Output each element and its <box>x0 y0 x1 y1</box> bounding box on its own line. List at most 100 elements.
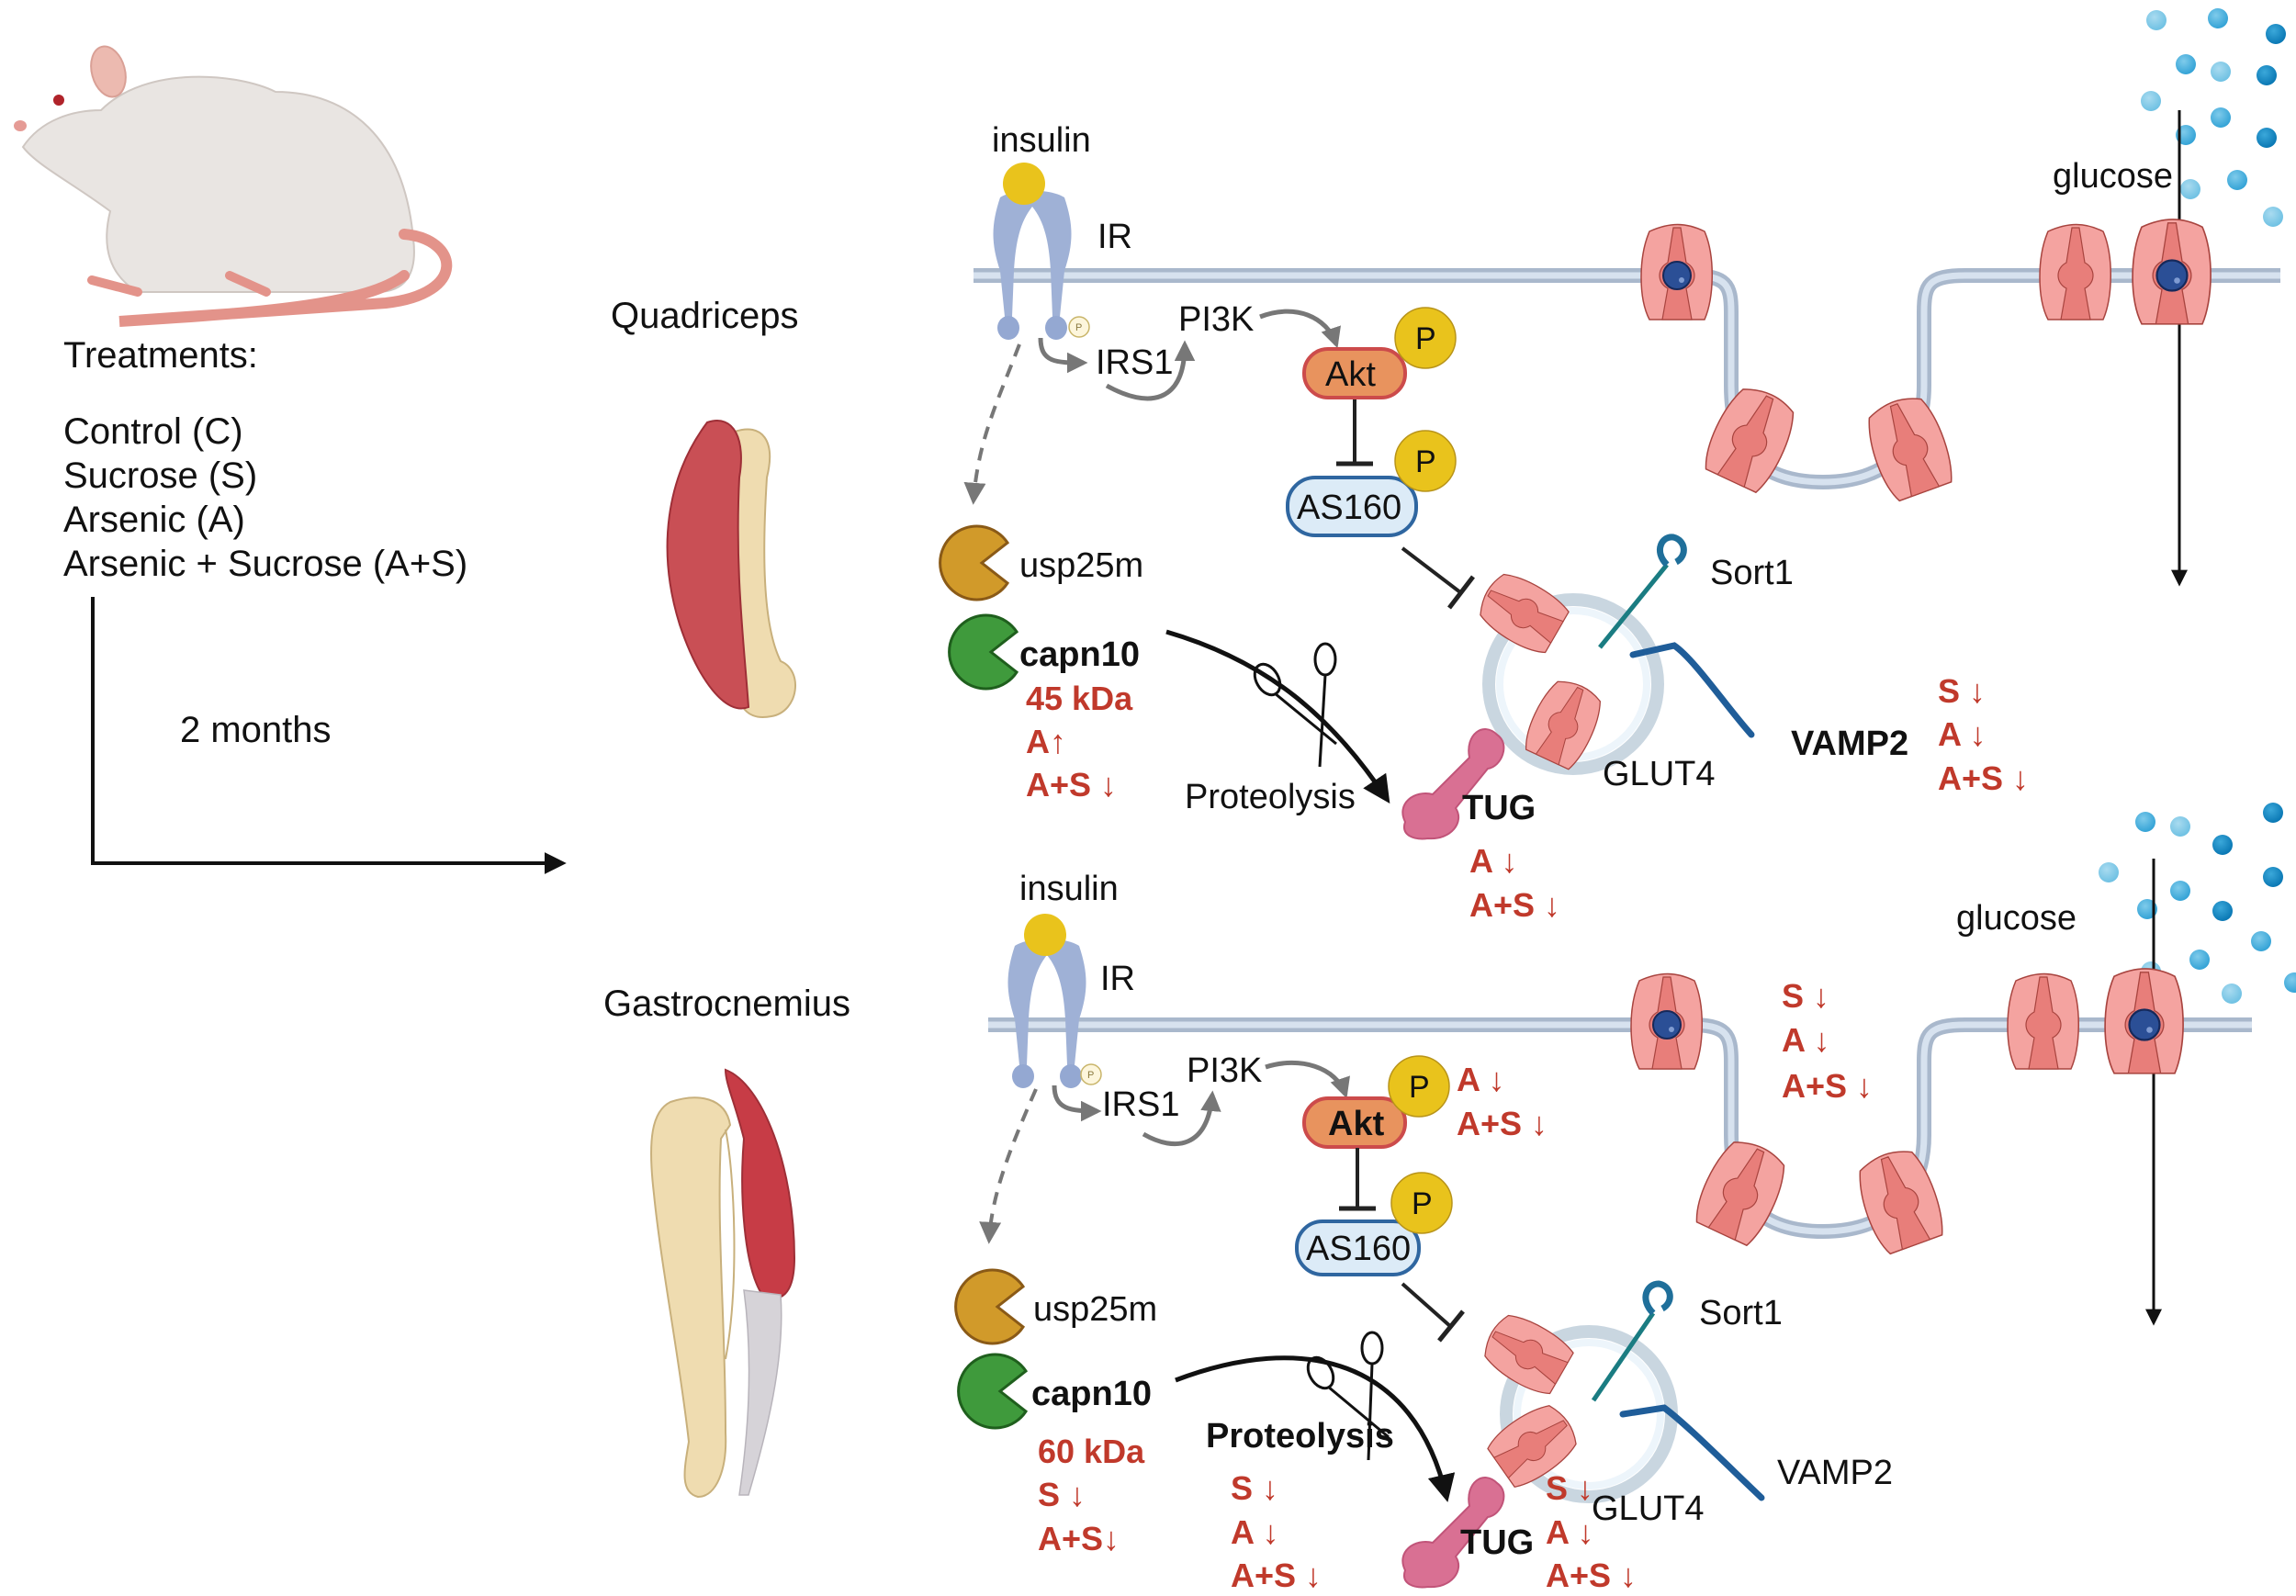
ir-label: IR <box>1100 960 1135 998</box>
akt-effect: A ↓ <box>1457 1061 1505 1098</box>
capn10-label: capn10 <box>1019 635 1140 674</box>
sort1-icon <box>1598 534 1687 649</box>
irs1-to-pi3k-arrow <box>1142 1090 1221 1147</box>
proteolysis-arrow <box>1175 1355 1456 1502</box>
treatment-control: Control (C) <box>63 411 243 452</box>
membrane-glut4-effect: S ↓ <box>1782 977 1829 1015</box>
ir-to-usp25m-dashed-arrow <box>979 1088 1038 1244</box>
proteolysis-effect: A+S ↓ <box>1231 1557 1322 1594</box>
quadriceps-illustration <box>666 420 796 718</box>
treatment-arsenic-sucrose: Arsenic + Sucrose (A+S) <box>63 544 467 584</box>
vamp2-effect: S ↓ <box>1938 672 1986 710</box>
glut4-membrane-icon <box>2039 223 2112 320</box>
insulin-label: insulin <box>992 121 1091 160</box>
glut4-label: GLUT4 <box>1603 755 1715 793</box>
glut4-vesicle-icon <box>1470 565 1573 659</box>
akt-node <box>1302 347 1407 399</box>
as160-inhibits-glut4 <box>1447 575 1475 610</box>
sort1-icon <box>1591 1280 1673 1402</box>
capn10-effect: 45 kDa <box>1026 680 1133 717</box>
glut4-effect: S ↓ <box>1546 1469 1593 1507</box>
insulin-receptor-icon <box>993 190 1072 340</box>
proteolysis-label: Proteolysis <box>1206 1417 1394 1456</box>
phospho-small-label: P <box>1075 322 1082 333</box>
usp25m-icon <box>954 1268 1025 1345</box>
vamp2-label: VAMP2 <box>1777 1454 1893 1492</box>
glut4-membrane-icon <box>1849 1142 1951 1258</box>
as160-phospho-label: P <box>1412 1186 1433 1221</box>
phospho-small-icon <box>1080 1063 1102 1085</box>
glucose-molecules <box>2141 8 2286 227</box>
gastrocnemius-label: Gastrocnemius <box>603 983 850 1024</box>
phospho-small-icon <box>1068 316 1090 338</box>
insulin-receptor-icon <box>1007 938 1086 1088</box>
akt-phospho-icon <box>1388 1055 1450 1118</box>
membrane-glut4-effect: A ↓ <box>1782 1021 1830 1059</box>
scissors-icon <box>1253 642 1337 768</box>
akt-node <box>1302 1096 1407 1149</box>
akt-phospho-label: P <box>1415 321 1436 356</box>
usp25m-icon <box>939 524 1009 601</box>
sort1-label: Sort1 <box>1710 554 1794 592</box>
as160-phospho-icon <box>1394 430 1457 492</box>
irs1-label: IRS1 <box>1102 1085 1179 1124</box>
rat-illustration <box>14 45 453 327</box>
akt-effect: A+S ↓ <box>1457 1105 1548 1142</box>
proteolysis-label: Proteolysis <box>1185 778 1356 816</box>
glut4-effect: A ↓ <box>1546 1513 1594 1551</box>
vamp2-label: VAMP2 <box>1791 725 1908 763</box>
treatment-arsenic: Arsenic (A) <box>63 500 245 540</box>
as160-label: AS160 <box>1297 489 1401 527</box>
sort1-label: Sort1 <box>1699 1294 1783 1332</box>
tug-label: TUG <box>1460 1523 1534 1562</box>
glut4-storage-vesicle <box>1482 593 1664 775</box>
vamp2-effect: A+S ↓ <box>1938 759 2029 797</box>
ir-to-usp25m-dashed-arrow <box>963 343 1021 505</box>
usp25m-label: usp25m <box>1033 1290 1157 1329</box>
insulin-icon <box>1003 163 1045 205</box>
capn10-effect: 60 kDa <box>1038 1433 1145 1470</box>
phospho-small-label: P <box>1087 1070 1094 1081</box>
akt-phospho-icon <box>1394 307 1457 369</box>
irs1-label: IRS1 <box>1096 343 1173 382</box>
glucose-label: glucose <box>2053 157 2173 196</box>
glut4-label: GLUT4 <box>1592 1489 1704 1528</box>
pi3k-label: PI3K <box>1178 300 1254 339</box>
capn10-label: capn10 <box>1031 1375 1152 1413</box>
capn10-effect: S ↓ <box>1038 1476 1086 1513</box>
tug-effect: A+S ↓ <box>1469 886 1560 924</box>
as160-phospho-label: P <box>1415 444 1436 479</box>
as160-node <box>1286 476 1418 537</box>
capn10-effect: A↑ <box>1026 723 1066 760</box>
treatment-sucrose: Sucrose (S) <box>63 455 257 496</box>
capn10-effect: A+S ↓ <box>1026 766 1117 804</box>
gastrocnemius-pathway-panel: glucose S ↓ A ↓ A+S ↓ insulin IR P IRS1 … <box>954 803 2296 1594</box>
glut4-membrane-icon <box>2105 969 2183 1073</box>
vamp2-effect: A ↓ <box>1938 715 1986 753</box>
pi3k-to-akt-arrow <box>1259 309 1341 349</box>
glut4-vesicle-icon <box>1475 1306 1578 1400</box>
as160-phospho-icon <box>1390 1172 1453 1234</box>
glut4-membrane-icon <box>2007 972 2080 1070</box>
ir-to-irs1-arrow <box>1038 337 1088 374</box>
proteolysis-effect: S ↓ <box>1231 1469 1278 1507</box>
proteolysis-arrow <box>1165 629 1390 804</box>
akt-phospho-label: P <box>1409 1070 1430 1105</box>
timeline-arrow <box>91 597 567 874</box>
akt-label: Akt <box>1328 1105 1385 1143</box>
ir-label: IR <box>1097 218 1132 256</box>
treatments-title: Treatments: <box>63 335 258 376</box>
ir-to-irs1-arrow <box>1052 1085 1102 1122</box>
quadriceps-pathway-panel: glucose insulin IR P IRS1 PI3K Akt P AS1… <box>939 8 2286 924</box>
as160-label: AS160 <box>1306 1230 1411 1268</box>
pi3k-label: PI3K <box>1187 1051 1262 1090</box>
tug-effect: A ↓ <box>1469 842 1518 880</box>
pi3k-to-akt-arrow <box>1265 1060 1350 1099</box>
glut4-membrane-icon <box>1858 389 1960 505</box>
as160-node <box>1295 1219 1421 1276</box>
irs1-to-pi3k-arrow <box>1105 340 1196 401</box>
glut4-membrane-icon <box>1641 225 1712 320</box>
glucose-label: glucose <box>1956 899 2077 938</box>
usp25m-label: usp25m <box>1019 546 1143 585</box>
vamp2-icon <box>1619 1404 1765 1501</box>
